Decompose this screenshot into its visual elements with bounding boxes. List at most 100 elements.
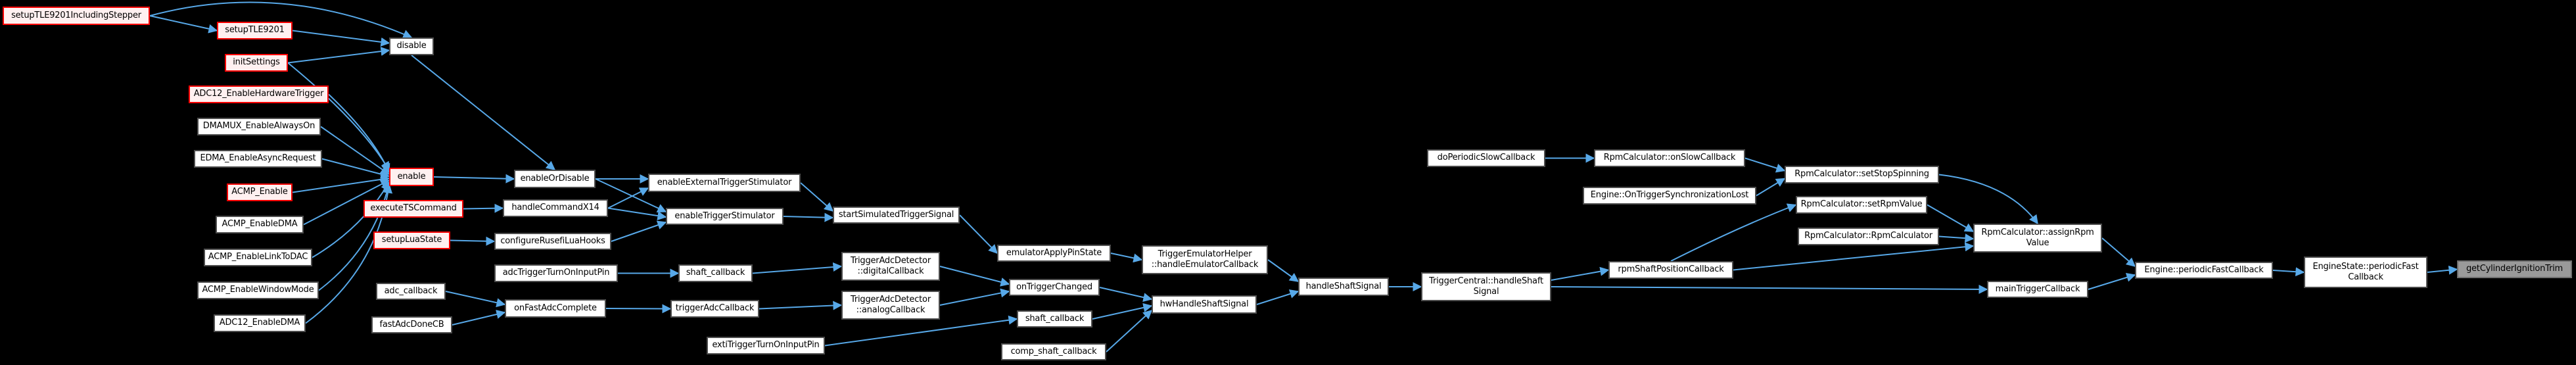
graph-node-dmamux-enablealwayson[interactable]: DMAMUX_EnableAlwaysOn — [197, 118, 321, 135]
graph-edge-comp-shaft-callback-to-hwhandleshaftsignal — [1106, 310, 1153, 353]
graph-node-label: ADC12_EnableDMA — [219, 318, 300, 328]
graph-node-handleshaftsignal[interactable]: handleShaftSignal — [1298, 278, 1389, 296]
graph-node-startsimulatedtriggersignal[interactable]: startSimulatedTriggerSignal — [833, 207, 960, 224]
graph-node-ontriggerchanged[interactable]: onTriggerChanged — [1009, 279, 1100, 296]
graph-node-onfastadccomplete[interactable]: onFastAdcComplete — [505, 299, 606, 318]
graph-node-triggeradcdetector-analogcallback[interactable]: TriggerAdcDetector::analogCallback — [841, 291, 940, 320]
graph-node-fastadcdonecb[interactable]: fastAdcDoneCB — [371, 316, 452, 333]
graph-node-label: TriggerAdcDetector — [851, 255, 931, 266]
graph-node-rpmcalculator-setstopspinning[interactable]: RpmCalculator::setStopSpinning — [1785, 166, 1939, 183]
graph-node-comp-shaft-callback[interactable]: comp_shaft_callback — [1001, 343, 1106, 360]
graph-node-setuptle9201includingstepper[interactable]: setupTLE9201IncludingStepper — [3, 7, 150, 25]
graph-edge-triggercentral-handleshaftsignal-to-rpmshaftpositioncallback — [1551, 266, 1610, 281]
graph-edge-setuptle9201-to-disable — [292, 30, 390, 47]
graph-node-disable[interactable]: disable — [389, 37, 434, 55]
graph-edge-enable-to-enableordisable — [433, 174, 515, 183]
graph-edge-startsimulatedtriggersignal-to-emulatorapplypinstate — [959, 214, 998, 254]
graph-node-getcylinderignitiontrim[interactable]: getCylinderIgnitionTrim — [2457, 260, 2572, 278]
graph-edge-setuptle9201includingstepper-to-disable — [149, 1, 413, 39]
graph-node-label: onFastAdcComplete — [514, 303, 597, 313]
graph-node-label: Engine::OnTriggerSynchronizationLost — [1590, 190, 1749, 201]
graph-node-engine-ontriggersynchronizationlost[interactable]: Engine::OnTriggerSynchronizationLost — [1583, 187, 1756, 205]
graph-node-label: startSimulatedTriggerSignal — [838, 209, 954, 220]
graph-node-label: extiTriggerTurnOnInputPin — [712, 340, 820, 351]
graph-edge-onfastadccomplete-to-triggeradccallback — [605, 304, 672, 314]
graph-node-emulatorapplypinstate[interactable]: emulatorApplyPinState — [997, 245, 1111, 262]
graph-node-adc12-enablehardwaretrigger[interactable]: ADC12_EnableHardwareTrigger — [189, 85, 329, 103]
graph-node-label: handleShaftSignal — [1305, 281, 1382, 291]
graph-node-label: setupTLE9201IncludingStepper — [11, 10, 141, 20]
graph-node-acmp-enabledma[interactable]: ACMP_EnableDMA — [216, 216, 304, 233]
graph-node-label: initSettings — [233, 57, 280, 68]
graph-edge-rpmcalculator-assignrpmvalue-to-engine-periodicfastcallback — [2101, 237, 2136, 267]
graph-node-initsettings[interactable]: initSettings — [225, 54, 288, 72]
graph-edge-initsettings-to-disable — [287, 47, 390, 64]
graph-node-triggeradcdetector-digitalcallback[interactable]: TriggerAdcDetector::digitalCallback — [841, 252, 940, 281]
graph-node-adc-callback[interactable]: adc_callback — [376, 283, 446, 300]
graph-node-label: TriggerCentral::handleShaft — [1429, 276, 1543, 286]
graph-node-shaft-callback-2[interactable]: shaft_callback — [1017, 310, 1092, 328]
graph-node-label: adcTriggerTurnOnInputPin — [502, 268, 610, 278]
graph-edge-triggeradcdetector-analogcallback-to-ontriggerchanged — [939, 288, 1010, 306]
graph-node-label: handleCommandX14 — [511, 203, 599, 213]
graph-node-maintriggercallback[interactable]: mainTriggerCallback — [1987, 281, 2088, 298]
graph-node-label: RpmCalculator::setRpmValue — [1800, 199, 1923, 210]
graph-node-acmp-enablelinktodac[interactable]: ACMP_EnableLinkToDAC — [204, 249, 312, 266]
graph-node-label: Value — [2026, 238, 2049, 248]
graph-edge-handlecommandx14-to-enableexternaltriggerstimulator — [607, 187, 649, 209]
graph-edge-rpmcalculator-onslowcallback-to-rpmcalculator-setstopspinning — [1745, 157, 1786, 173]
graph-node-label: emulatorApplyPinState — [1006, 247, 1102, 258]
graph-node-enable[interactable]: enable — [389, 168, 434, 186]
graph-edge-acmp-enabledma-to-enable — [303, 180, 390, 226]
graph-node-triggeradccallback[interactable]: triggerAdcCallback — [670, 300, 759, 318]
graph-node-acmp-enable[interactable]: ACMP_Enable — [227, 183, 293, 201]
graph-node-label: Callback — [2348, 272, 2383, 282]
graph-node-label: setupTLE9201 — [225, 25, 285, 36]
graph-node-enableordisable[interactable]: enableOrDisable — [514, 170, 596, 188]
graph-node-extitriggerturnoninputpin[interactable]: extiTriggerTurnOnInputPin — [707, 337, 825, 354]
graph-node-label: shaft_callback — [686, 268, 745, 278]
graph-node-label: rpmShaftPositionCallback — [1618, 264, 1724, 275]
graph-node-handlecommandx14[interactable]: handleCommandX14 — [503, 199, 608, 217]
graph-node-enabletriggerstimulator[interactable]: enableTriggerStimulator — [666, 208, 784, 225]
graph-node-adc12-enabledma[interactable]: ADC12_EnableDMA — [214, 314, 306, 332]
graph-edge-engine-ontriggersynchronizationlost-to-rpmcalculator-setstopspinning — [1756, 178, 1786, 197]
graph-node-edma-enableasyncrequest[interactable]: EDMA_EnableAsyncRequest — [194, 150, 322, 168]
graph-node-label: ADC12_EnableHardwareTrigger — [193, 89, 324, 99]
graph-node-rpmcalculator-rpmcalculator[interactable]: RpmCalculator::RpmCalculator — [1798, 228, 1939, 245]
graph-node-engine-periodicfastcallback[interactable]: Engine::periodicFastCallback — [2135, 262, 2273, 279]
graph-node-enableexternaltriggerstimulator[interactable]: enableExternalTriggerStimulator — [648, 174, 801, 192]
graph-edge-adc12-enablehardwaretrigger-to-enable — [328, 93, 390, 174]
graph-node-configurerusefiluahooks[interactable]: configureRusefiLuaHooks — [494, 233, 611, 250]
graph-node-label: fastAdcDoneCB — [379, 319, 444, 329]
graph-edge-hwhandleshaftsignal-to-handleshaftsignal — [1256, 289, 1300, 305]
graph-node-executetscommand[interactable]: executeTSCommand — [363, 200, 463, 218]
graph-node-shaft-callback[interactable]: shaft_callback — [678, 264, 753, 282]
graph-edge-rpmshaftpositioncallback-to-rpmcalculator-setrpmvalue — [1670, 203, 1797, 262]
graph-node-adctriggerturnoninputpin[interactable]: adcTriggerTurnOnInputPin — [494, 264, 618, 282]
graph-node-setuptle9201[interactable]: setupTLE9201 — [217, 22, 293, 39]
graph-edge-rpmshaftpositioncallback-to-rpmcalculator-assignrpmvalue — [1733, 242, 1975, 271]
graph-node-rpmcalculator-setrpmvalue[interactable]: RpmCalculator::setRpmValue — [1796, 196, 1927, 214]
graph-node-label: ::digitalCallback — [857, 266, 924, 276]
graph-node-label: ::analogCallback — [856, 305, 925, 315]
graph-edge-setuptle9201includingstepper-to-setuptle9201 — [149, 15, 218, 34]
graph-node-triggeremulatorhelper-handleemulatorcallback[interactable]: TriggerEmulatorHelper::handleEmulatorCal… — [1142, 245, 1268, 274]
graph-node-setupluastate[interactable]: setupLuaState — [373, 231, 450, 249]
graph-node-label: hwHandleShaftSignal — [1159, 299, 1249, 309]
graph-node-doperiodicslowcallback[interactable]: doPeriodicSlowCallback — [1427, 149, 1545, 167]
graph-node-label: TriggerAdcDetector — [851, 294, 931, 304]
graph-node-rpmshaftpositioncallback[interactable]: rpmShaftPositionCallback — [1608, 261, 1733, 279]
graph-node-label: EDMA_EnableAsyncRequest — [200, 153, 316, 164]
graph-node-hwhandleshaftsignal[interactable]: hwHandleShaftSignal — [1152, 295, 1257, 314]
graph-node-label: ACMP_EnableLinkToDAC — [208, 252, 308, 262]
graph-node-acmp-enablewindowmode[interactable]: ACMP_EnableWindowMode — [197, 281, 319, 299]
graph-node-label: RpmCalculator::onSlowCallback — [1603, 153, 1736, 163]
graph-edge-configurerusefiluahooks-to-enabletriggerstimulator — [611, 220, 667, 242]
graph-node-rpmcalculator-onslowcallback[interactable]: RpmCalculator::onSlowCallback — [1594, 149, 1745, 167]
graph-node-label: ACMP_EnableWindowMode — [202, 285, 314, 295]
